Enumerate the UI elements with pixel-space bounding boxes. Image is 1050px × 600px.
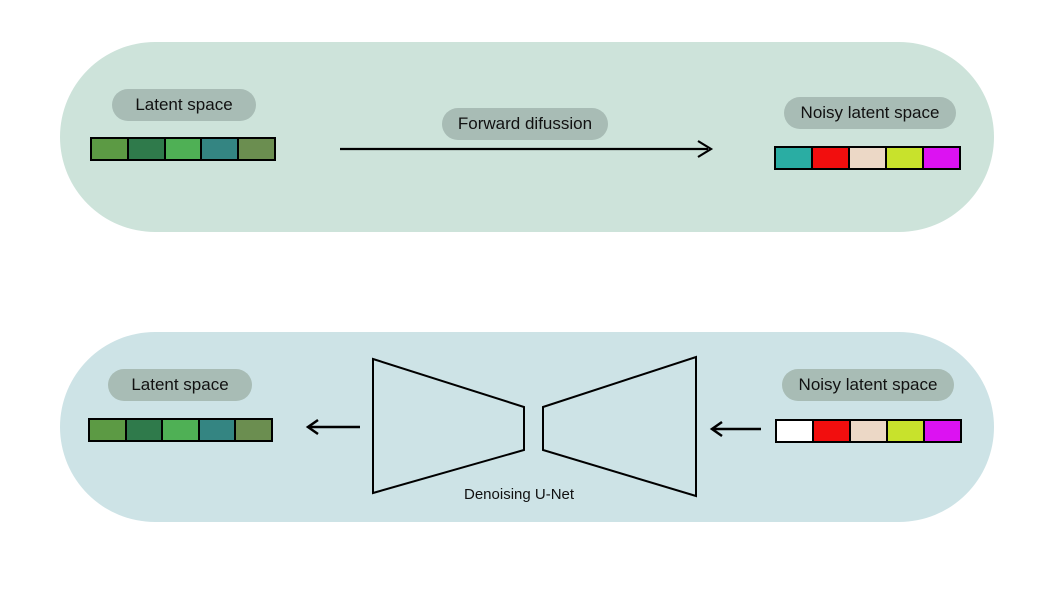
forward-diffusion-label: Forward difussion (442, 108, 608, 140)
latent-cell-4 (886, 421, 923, 441)
reverse-noisy-latent-label: Noisy latent space (782, 369, 954, 401)
latent-cell-2 (124, 420, 162, 440)
denoised-output-arrow (305, 418, 360, 436)
forward-noisy-latent-label: Noisy latent space (784, 97, 956, 129)
reverse-noisy-latent-vector (775, 419, 962, 443)
forward-noisy-latent-vector (774, 146, 961, 170)
latent-cell-3 (161, 420, 198, 440)
latent-cell-4 (885, 148, 922, 168)
latent-cell-4 (200, 139, 238, 159)
forward-diffusion-arrow (340, 140, 714, 158)
forward-latent-space-label: Latent space (112, 89, 256, 121)
latent-cell-2 (126, 139, 164, 159)
forward-latent-vector (90, 137, 276, 161)
latent-cell-3 (848, 148, 885, 168)
latent-cell-3 (849, 421, 886, 441)
unet-encoder-trapezoid (372, 357, 525, 495)
unet-decoder-trapezoid (542, 355, 697, 498)
denoised-latent-space-label: Latent space (108, 369, 252, 401)
unet-label: Denoising U-Net (464, 486, 575, 503)
latent-cell-5 (922, 148, 959, 168)
latent-cell-3 (163, 139, 201, 159)
latent-cell-5 (234, 420, 271, 440)
latent-cell-1 (776, 148, 811, 168)
latent-cell-1 (92, 139, 127, 159)
denoised-latent-vector (88, 418, 273, 442)
latent-cell-4 (197, 420, 235, 440)
latent-cell-2 (811, 148, 848, 168)
latent-cell-2 (812, 421, 849, 441)
latent-cell-1 (777, 421, 812, 441)
noisy-input-arrow (709, 420, 761, 438)
latent-cell-5 (237, 139, 274, 159)
latent-cell-1 (90, 420, 125, 440)
latent-cell-5 (923, 421, 960, 441)
